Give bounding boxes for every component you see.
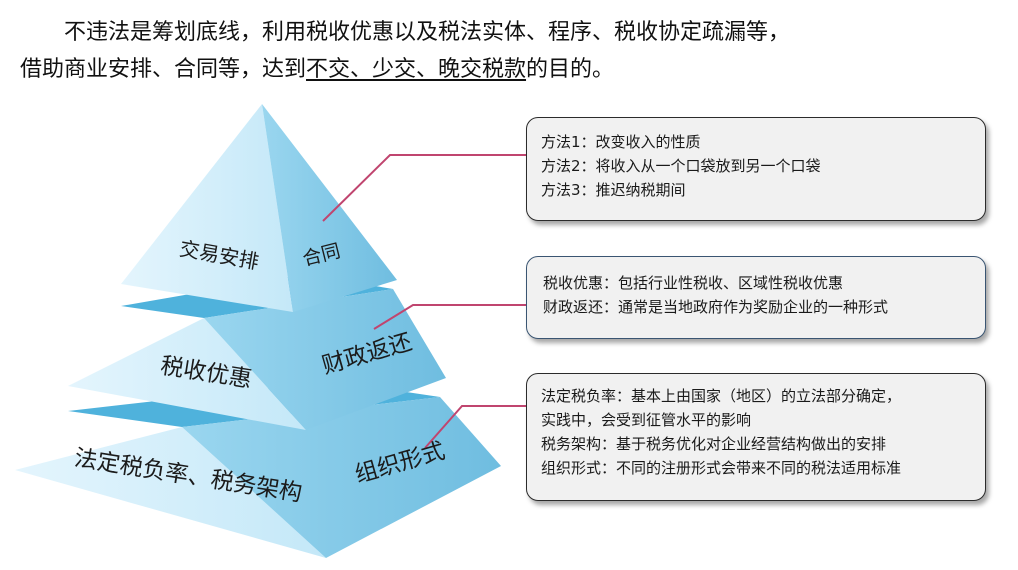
middle-right-face (204, 289, 446, 430)
middle-left-face (68, 318, 306, 430)
intro-line-1: 不违法是筹划底线，利用税收优惠以及税法实体、程序、税收协定疏漏等， (64, 20, 791, 45)
statutory-rate-note: 法定税负率：基本上由国家（地区）的立法部分确定， (541, 387, 902, 405)
connector-middle (373, 304, 526, 330)
method-2: 方法2：将收入从一个口袋放到另一个口袋 (541, 157, 821, 175)
intro-text: 不违法是筹划底线，利用税收优惠以及税法实体、程序、税收协定疏漏等， 借助商业安排… (20, 14, 1000, 88)
connector-bottom (424, 405, 526, 449)
incentives-callout: 税收优惠：包括行业性税收、区域性税收优惠 财政返还：通常是当地政府作为奖励企业的… (526, 256, 986, 339)
top-left-face (121, 104, 293, 312)
method-1: 方法1：改变收入的性质 (541, 133, 701, 151)
fiscal-rebate-note: 财政返还：通常是当地政府作为奖励企业的一种形式 (543, 298, 889, 316)
top-right-face (262, 104, 397, 312)
connector-top (322, 154, 526, 222)
method-3: 方法3：推迟纳税期间 (541, 181, 686, 199)
intro-line-2: 借助商业安排、合同等，达到不交、少交、晚交税款的目的。 (20, 51, 1000, 88)
tax-structure-note: 税务架构：基于税务优化对企业经营结构做出的安排 (541, 435, 887, 453)
org-form-note: 组织形式：不同的注册形式会带来不同的税法适用标准 (541, 459, 902, 477)
bottom-left-face (15, 427, 326, 558)
methods-callout: 方法1：改变收入的性质 方法2：将收入从一个口袋放到另一个口袋 方法3：推迟纳税… (526, 117, 986, 221)
statutory-rate-note-cont: 实践中，会受到征管水平的影响 (541, 411, 752, 429)
structure-callout: 法定税负率：基本上由国家（地区）的立法部分确定， 实践中，会受到征管水平的影响 … (526, 373, 986, 501)
tax-incentive-note: 税收优惠：包括行业性税收、区域性税收优惠 (543, 274, 844, 292)
intro-line-2-start: 借助商业安排、合同等，达到 (20, 57, 307, 82)
intro-line-2-end: 的目的。 (526, 57, 615, 82)
intro-emphasis: 不交、少交、晚交税款 (306, 57, 527, 82)
bottom-right-face (182, 397, 501, 558)
